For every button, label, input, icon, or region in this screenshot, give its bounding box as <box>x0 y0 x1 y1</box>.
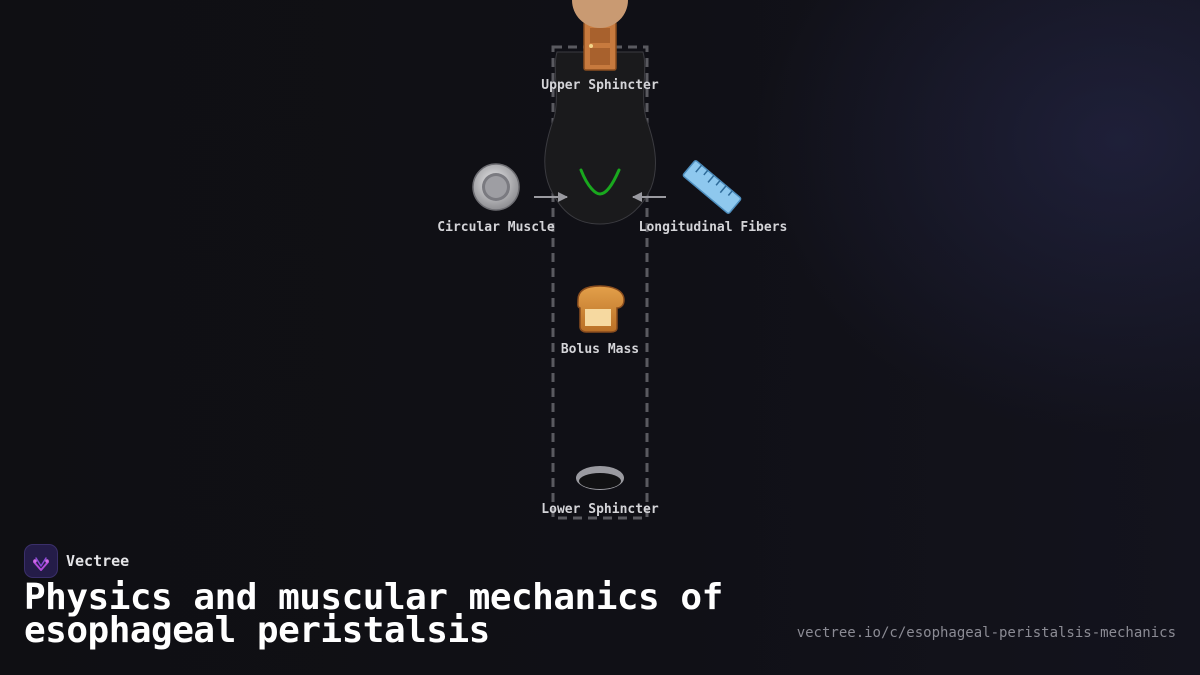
bread-icon <box>577 285 625 333</box>
vectree-logo-icon <box>24 544 58 578</box>
head-icon <box>572 0 628 28</box>
radio-button-icon <box>472 163 520 211</box>
ruler-icon <box>682 160 742 214</box>
label-circular-muscle: Circular Muscle <box>437 220 555 235</box>
brand: Vectree <box>24 544 129 578</box>
hole-icon <box>576 466 624 490</box>
door-icon <box>583 21 617 71</box>
label-longitudinal-fibers: Longitudinal Fibers <box>638 220 788 235</box>
esophagus-segment <box>544 51 656 225</box>
page-title: Physics and muscular mechanics of esopha… <box>24 577 723 651</box>
label-lower-sphincter: Lower Sphincter <box>541 502 659 517</box>
brand-name: Vectree <box>66 552 130 570</box>
contraction-wave <box>579 168 621 196</box>
label-upper-sphincter: Upper Sphincter <box>541 78 659 93</box>
label-bolus-mass: Bolus Mass <box>560 342 640 357</box>
source-url[interactable]: vectree.io/c/esophageal-peristalsis-mech… <box>796 625 1176 641</box>
peristalsis-diagram <box>472 0 742 520</box>
